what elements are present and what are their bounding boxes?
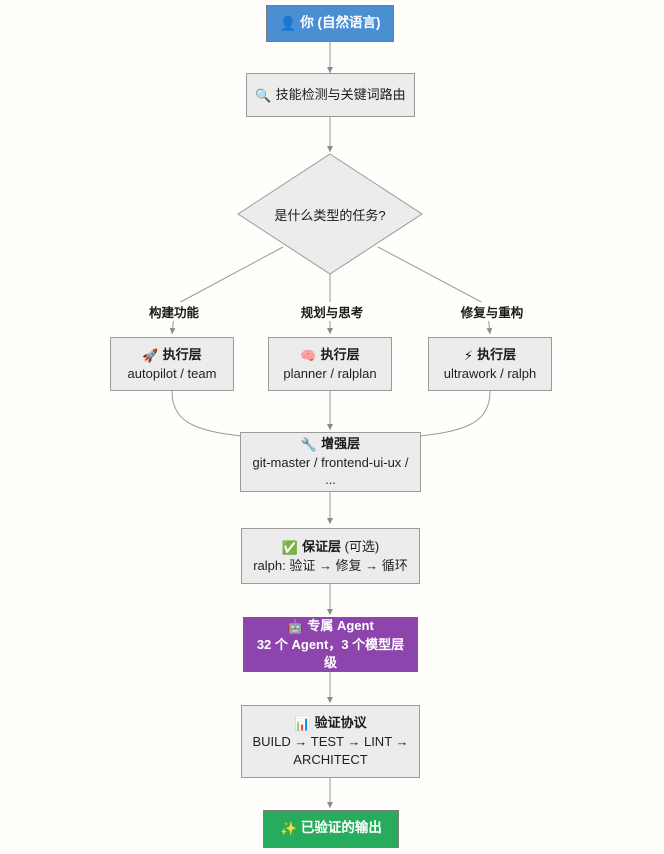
node-agents-title-line: 🤖专属 Agent xyxy=(287,617,374,636)
node-exec-plan-title: 执行层 xyxy=(320,346,360,362)
node-user-input-title: 你 (自然语言) xyxy=(300,14,381,30)
edge-label-build: 构建功能 xyxy=(132,302,216,321)
node-decision-label: 是什么类型的任务? xyxy=(274,207,386,223)
robot-icon: 🤖 xyxy=(287,619,304,635)
node-output-title: 已验证的输出 xyxy=(300,820,382,836)
node-guarantee-subtitle: ralph: 验证 → 修复 → 循环 xyxy=(253,557,408,573)
node-exec-build-subtitle: autopilot / team xyxy=(127,365,217,381)
node-enhance-title: 增强层 xyxy=(321,435,361,451)
node-enhance-title-line: 🔧增强层 xyxy=(301,435,360,454)
node-exec-fix-title-line: ⚡执行层 xyxy=(464,346,516,365)
node-enhance-subtitle: git-master / frontend-ui-ux / ... xyxy=(252,454,409,488)
node-exec-fix[interactable]: ⚡执行层 ultrawork / ralph xyxy=(428,337,552,391)
node-verify-protocol-title-line: 📊验证协议 xyxy=(294,714,366,733)
node-skill-router-title-line: 🔍技能检测与关键词路由 xyxy=(255,86,405,105)
check-box-icon: ✅ xyxy=(281,539,298,555)
node-exec-plan-subtitle: planner / ralplan xyxy=(283,365,377,381)
lightning-icon: ⚡ xyxy=(463,347,474,363)
edge-label-fix: 修复与重构 xyxy=(450,302,534,321)
bar-chart-icon: 📊 xyxy=(294,716,311,732)
node-decision[interactable]: 是什么类型的任务? xyxy=(236,152,424,276)
node-agents[interactable]: 🤖专属 Agent 32 个 Agent，3 个模型层级 xyxy=(243,617,418,672)
node-guarantee-title: 保证层 xyxy=(301,538,341,554)
node-agents-subtitle: 32 个 Agent，3 个模型层级 xyxy=(256,637,405,670)
user-icon: 👤 xyxy=(279,15,297,31)
edge-fix-to-enhance xyxy=(409,390,491,440)
node-exec-plan[interactable]: 🧠执行层 planner / ralplan xyxy=(268,337,392,391)
brain-icon: 🧠 xyxy=(300,347,317,363)
sparkles-icon: ✨ xyxy=(280,821,297,837)
node-verify-protocol-title: 验证协议 xyxy=(314,715,367,731)
node-skill-router[interactable]: 🔍技能检测与关键词路由 xyxy=(246,73,415,117)
node-output[interactable]: ✨已验证的输出 xyxy=(263,810,399,848)
node-exec-fix-subtitle: ultrawork / ralph xyxy=(443,365,537,381)
node-skill-router-title: 技能检测与关键词路由 xyxy=(275,86,406,102)
wrench-icon: 🔧 xyxy=(300,436,318,452)
node-exec-fix-title: 执行层 xyxy=(477,346,517,362)
node-user-input[interactable]: 👤你 (自然语言) xyxy=(266,5,394,42)
edge-label-plan: 规划与思考 xyxy=(290,302,374,321)
node-user-input-title-line: 👤你 (自然语言) xyxy=(279,14,380,34)
node-guarantee-title-line: ✅保证层 (可选) xyxy=(282,538,380,557)
node-enhance[interactable]: 🔧增强层 git-master / frontend-ui-ux / ... xyxy=(240,432,421,492)
node-verify-protocol-subtitle: BUILD → TEST → LINT → ARCHITECT xyxy=(252,734,409,767)
node-guarantee-title-suffix: (可选) xyxy=(344,538,380,554)
node-guarantee[interactable]: ✅保证层 (可选) ralph: 验证 → 修复 → 循环 xyxy=(241,528,420,584)
node-agents-title: 专属 Agent xyxy=(307,618,374,634)
node-output-title-line: ✨已验证的输出 xyxy=(280,819,382,839)
node-exec-build[interactable]: 🚀执行层 autopilot / team xyxy=(110,337,234,391)
node-exec-build-title: 执行层 xyxy=(162,346,202,362)
node-verify-protocol[interactable]: 📊验证协议 BUILD → TEST → LINT → ARCHITECT xyxy=(241,705,420,778)
rocket-icon: 🚀 xyxy=(142,347,159,363)
node-exec-build-title-line: 🚀执行层 xyxy=(142,346,201,365)
node-exec-plan-title-line: 🧠执行层 xyxy=(300,346,359,365)
edge-build-to-enhance xyxy=(171,390,253,440)
magnifier-icon: 🔍 xyxy=(255,87,272,103)
decision-diamond-shape xyxy=(237,153,423,275)
